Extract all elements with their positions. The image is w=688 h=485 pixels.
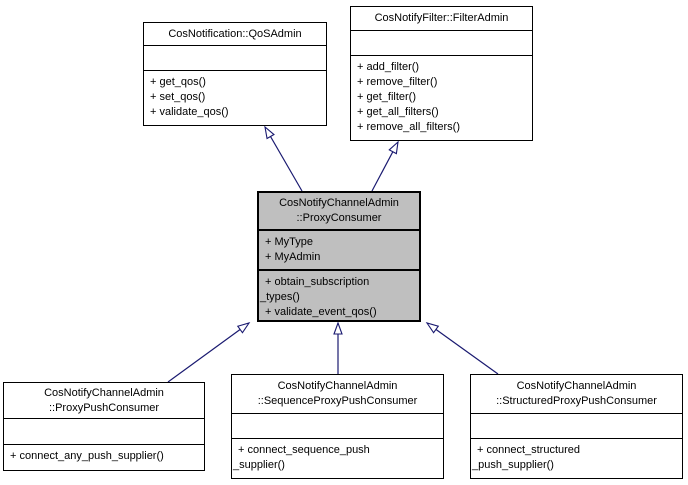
class-title: CosNotifyChannelAdmin ::ProxyConsumer: [259, 193, 419, 231]
class-attributes-section: [471, 414, 682, 439]
class-attributes-section: [144, 46, 326, 71]
method-entry: + obtain_subscription: [265, 276, 370, 288]
class-attributes-section: [351, 31, 532, 56]
method-entry: + get_qos(): [150, 76, 206, 88]
class-name-line: ::SequenceProxyPushConsumer: [257, 395, 418, 407]
class-name-line: CosNotifyChannelAdmin: [516, 380, 637, 392]
method-entry: + get_filter(): [357, 91, 416, 103]
class-attributes-section: [232, 414, 443, 439]
method-entry: + get_all_filters(): [357, 106, 439, 118]
class-name-line: CosNotifyChannelAdmin: [279, 197, 399, 209]
class-name-line: CosNotifyChannelAdmin: [44, 386, 164, 399]
attribute-entry: + MyType: [265, 236, 313, 248]
class-methods-section: + get_qos() + set_qos() + validate_qos(): [144, 71, 326, 125]
class-name-line: ::ProxyConsumer: [296, 212, 382, 224]
method-entry-wrap: _types(): [260, 291, 300, 303]
method-entry-wrap: _push_supplier(): [472, 459, 554, 471]
class-methods-section: + connect_sequence_push _supplier(): [232, 439, 443, 478]
method-entry: + validate_event_qos(): [265, 306, 377, 318]
class-methods-section: + obtain_subscription _types() + validat…: [259, 271, 419, 320]
class-title: CosNotifyChannelAdmin ::ProxyPushConsume…: [4, 383, 204, 419]
class-box-cosnotifyfilter-filteradmin[interactable]: CosNotifyFilter::FilterAdmin + add_filte…: [350, 6, 533, 141]
class-title: CosNotifyChannelAdmin ::SequenceProxyPus…: [232, 375, 443, 414]
class-box-cosnotifychanneladmin-sequenceproxypushconsumer[interactable]: CosNotifyChannelAdmin ::SequenceProxyPus…: [231, 374, 444, 479]
inheritance-arrow-proxyconsumer-to-qosadmin: [264, 125, 303, 192]
method-entry: + set_qos(): [150, 91, 206, 103]
method-entry: + validate_qos(): [150, 106, 229, 118]
class-title: CosNotification::QoSAdmin: [144, 23, 326, 46]
method-entry: + connect_any_push_supplier(): [10, 450, 164, 462]
class-box-cosnotifychanneladmin-proxypushconsumer[interactable]: CosNotifyChannelAdmin ::ProxyPushConsume…: [3, 382, 205, 471]
method-entry: + remove_all_filters(): [357, 121, 461, 133]
class-box-cosnotifychanneladmin-proxyconsumer[interactable]: CosNotifyChannelAdmin ::ProxyConsumer + …: [257, 191, 421, 322]
class-name-line: CosNotifyChannelAdmin: [277, 380, 398, 392]
class-attributes-section: [4, 419, 204, 445]
class-box-cosnotifychanneladmin-structuredproxypushconsumer[interactable]: CosNotifyChannelAdmin ::StructuredProxyP…: [470, 374, 683, 479]
class-box-cosnotification-qosadmin[interactable]: CosNotification::QoSAdmin + get_qos() + …: [143, 22, 327, 126]
class-name-line: CosNotification::QoSAdmin: [168, 27, 302, 40]
class-name-line: ::ProxyPushConsumer: [48, 401, 160, 414]
class-methods-section: + connect_any_push_supplier(): [4, 445, 204, 470]
method-entry: + connect_sequence_push: [238, 444, 370, 456]
class-name-line: ::StructuredProxyPushConsumer: [496, 395, 657, 407]
method-entry: + connect_structured: [477, 444, 581, 456]
inheritance-arrow-structuredproxypushconsumer-to-proxyconsumer: [425, 322, 499, 375]
method-entry: + add_filter(): [357, 61, 420, 73]
class-methods-section: + add_filter() + remove_filter() + get_f…: [351, 56, 532, 140]
attribute-entry: + MyAdmin: [265, 251, 321, 263]
class-title: CosNotifyFilter::FilterAdmin: [351, 7, 532, 31]
class-methods-section: + connect_structured _push_supplier(): [471, 439, 682, 478]
class-name-line: CosNotifyFilter::FilterAdmin: [374, 12, 509, 24]
class-title: CosNotifyChannelAdmin ::StructuredProxyP…: [471, 375, 682, 414]
method-entry-wrap: _supplier(): [233, 459, 285, 471]
inheritance-arrow-proxyconsumer-to-filteradmin: [371, 140, 399, 192]
class-attributes-section: + MyType + MyAdmin: [259, 231, 419, 271]
method-entry: + remove_filter(): [357, 76, 438, 88]
